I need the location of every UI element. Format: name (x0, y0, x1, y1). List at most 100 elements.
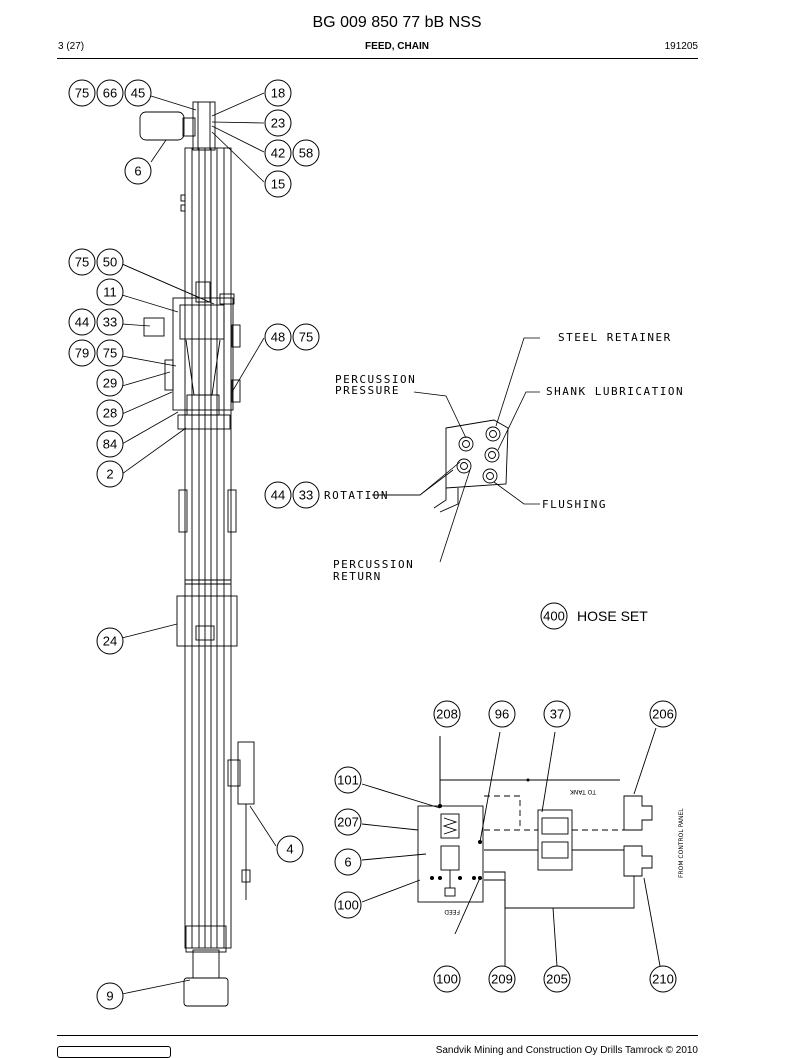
callout-44: 44 (68, 308, 96, 336)
callout-84: 84 (96, 430, 124, 458)
svg-text:29: 29 (103, 376, 117, 391)
rock-drill (172, 297, 234, 411)
svg-text:9: 9 (106, 989, 113, 1004)
svg-text:6: 6 (134, 164, 141, 179)
section-title: FEED, CHAIN (365, 41, 429, 52)
callout-207: 207 (334, 808, 362, 836)
callout-6: 6 (334, 848, 362, 876)
callout-11: 11 (96, 278, 124, 306)
callout-44: 44 (264, 481, 292, 509)
port-percussion-pressure (458, 436, 474, 452)
callout-15: 15 (264, 170, 292, 198)
svg-text:75: 75 (103, 346, 117, 361)
callout-18: 18 (264, 79, 292, 107)
svg-text:66: 66 (103, 86, 117, 101)
callout-101: 101 (334, 766, 362, 794)
svg-text:44: 44 (271, 488, 285, 503)
callout-45: 45 (124, 79, 152, 107)
manifold-leaders (372, 337, 540, 563)
hydraulic-schematic (361, 727, 661, 976)
port-shank-lubrication (484, 447, 500, 463)
svg-text:209: 209 (491, 972, 513, 987)
callout-209: 209 (488, 965, 516, 993)
callout-79: 79 (68, 339, 96, 367)
svg-text:84: 84 (103, 437, 117, 452)
callout-75: 75 (292, 323, 320, 351)
feed-motor (139, 111, 185, 141)
svg-text:24: 24 (103, 634, 117, 649)
svg-text:100: 100 (337, 898, 359, 913)
label-percussion-return-1: PERCUSSION (333, 558, 414, 571)
hose-set-label: HOSE SET (577, 608, 648, 624)
document-title: BG 009 850 77 bB NSS (312, 14, 482, 31)
svg-text:79: 79 (75, 346, 89, 361)
svg-text:48: 48 (271, 330, 285, 345)
svg-text:75: 75 (75, 86, 89, 101)
label-shank-lubrication: SHANK LUBRICATION (546, 385, 684, 398)
svg-text:96: 96 (495, 707, 509, 722)
leader-lines (121, 92, 277, 995)
callout-33: 33 (96, 308, 124, 336)
label-flushing: FLUSHING (542, 498, 607, 511)
callout-4: 4 (276, 835, 304, 863)
label-steel-retainer: STEEL RETAINER (558, 331, 672, 344)
label-to-tank: TO TANK (569, 788, 597, 795)
svg-text:400: 400 (543, 609, 565, 624)
callout-75: 75 (96, 339, 124, 367)
panel-connector-upper (623, 795, 653, 831)
callout-100: 100 (334, 891, 362, 919)
port-flushing (482, 468, 498, 484)
callout-210: 210 (649, 965, 677, 993)
svg-text:100: 100 (436, 972, 458, 987)
feed-beam-body (184, 147, 232, 949)
svg-text:58: 58 (299, 146, 313, 161)
callout-9: 9 (96, 982, 124, 1010)
callout-6: 6 (124, 157, 152, 185)
svg-text:4: 4 (286, 842, 293, 857)
svg-text:45: 45 (131, 86, 145, 101)
callout-42: 42 (264, 139, 292, 167)
callout-75: 75 (68, 248, 96, 276)
svg-text:11: 11 (103, 285, 117, 300)
svg-text:44: 44 (75, 315, 89, 330)
callout-bubbles: 75 66 45 18 23 42 58 6 15 75 50 11 44 33… (68, 79, 677, 1010)
label-percussion-return-2: RETURN (333, 570, 382, 583)
svg-text:50: 50 (103, 255, 117, 270)
svg-text:101: 101 (337, 773, 359, 788)
beam-foot (183, 977, 229, 1007)
label-percussion-pressure-2: PRESSURE (335, 384, 400, 397)
svg-text:6: 6 (344, 855, 351, 870)
manifold-detail (433, 419, 509, 513)
svg-text:37: 37 (550, 707, 564, 722)
svg-text:18: 18 (271, 86, 285, 101)
port-steel-retainer (485, 426, 501, 442)
label-rotation: ROTATION (324, 489, 389, 502)
callout-96: 96 (488, 700, 516, 728)
callout-29: 29 (96, 369, 124, 397)
svg-text:15: 15 (271, 177, 285, 192)
beam-splice-plate (176, 595, 238, 647)
schematic-dots (430, 778, 530, 880)
label-feed: FEED (444, 908, 460, 915)
callout-50: 50 (96, 248, 124, 276)
svg-text:75: 75 (75, 255, 89, 270)
panel-connector-lower (623, 845, 653, 877)
callout-208: 208 (433, 700, 461, 728)
svg-text:33: 33 (103, 315, 117, 330)
feed-control-block (417, 805, 484, 903)
control-valve (537, 809, 573, 871)
svg-text:206: 206 (652, 707, 674, 722)
callout-48: 48 (264, 323, 292, 351)
svg-text:205: 205 (546, 972, 568, 987)
label-percussion-pressure-1: PERCUSSION (335, 373, 416, 386)
callout-66: 66 (96, 79, 124, 107)
callout-100: 100 (433, 965, 461, 993)
callout-24: 24 (96, 627, 124, 655)
callout-23: 23 (264, 109, 292, 137)
footer-copyright: Sandvik Mining and Construction Oy Drill… (435, 1045, 698, 1056)
svg-text:2: 2 (106, 467, 113, 482)
callout-58: 58 (292, 139, 320, 167)
callout-33: 33 (292, 481, 320, 509)
header-rule (57, 58, 698, 59)
